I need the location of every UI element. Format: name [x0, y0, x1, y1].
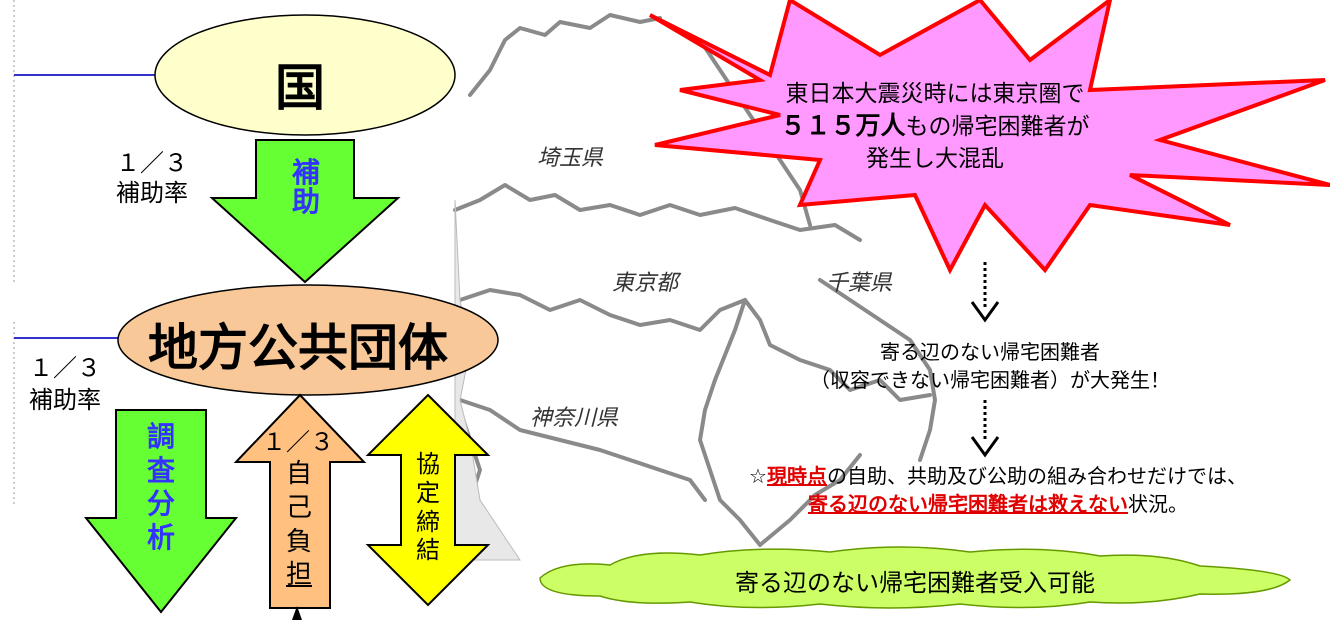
stranded-line-1: 寄る辺のない帰宅困難者 — [880, 340, 1100, 364]
national-ellipse — [154, 14, 456, 136]
burst-line-3: 発生し大混乱 — [866, 146, 1004, 172]
rate-top-fraction: １／３ — [116, 149, 188, 177]
burst-count: ５１５万人 — [780, 111, 906, 140]
dotted-arrow-2-head — [970, 436, 1000, 458]
self-burden-fraction: １／３ — [262, 428, 334, 456]
local-gov-ellipse — [117, 284, 499, 396]
self-burden-arrow-text: 自 己 負 担 — [284, 458, 314, 593]
subsidy-arrow-text: 補 助 — [290, 158, 322, 217]
agreement-char-4: 結 — [416, 536, 440, 565]
local-gov-label: 地方公共団体 — [148, 319, 448, 377]
rate-top-text: 補助率 — [116, 179, 188, 207]
current-line-1: ☆現時点の自助、共助及び公助の組み合わせだけでは、 — [668, 462, 1328, 490]
survey-char-4: 析 — [146, 520, 175, 554]
survey-char-1: 調 — [146, 420, 175, 453]
burst-line-1: 東日本大震災時には東京圏で — [785, 81, 1085, 107]
self-char-3: 負 — [285, 526, 312, 557]
burst-text: 東日本大震災時には東京圏で ５１５万人もの帰宅困難者が 発生し大混乱 — [755, 78, 1115, 175]
self-burden-arrow — [233, 393, 367, 609]
agreement-char-1: 協 — [416, 450, 440, 478]
current-text-1: の自助、共助及び公助の組み合わせだけでは、 — [826, 464, 1247, 488]
burst-shape — [648, 0, 1330, 275]
self-burden-arrow-tail-head — [292, 606, 302, 620]
current-text-2: 状況。 — [1128, 492, 1188, 516]
subsidy-char-2: 助 — [291, 185, 320, 219]
stranded-line-2: （収容できない帰宅困難者）が大発生！ — [810, 368, 1170, 392]
burst-line-2: ５１５万人もの帰宅困難者が — [755, 110, 1115, 143]
cloud-label: 寄る辺のない帰宅困難者受入可能 — [735, 569, 1095, 597]
subsidy-arrow — [209, 139, 401, 284]
map-label-kanagawa: 神奈川県 — [530, 406, 619, 431]
map-label-chiba: 千葉県 — [826, 271, 893, 296]
survey-char-3: 分 — [146, 487, 175, 521]
map-shaded-region — [454, 199, 521, 561]
subsidy-char-1: 補 — [291, 156, 320, 189]
self-char-1: 自 — [285, 459, 312, 489]
rate-mid-text: 補助率 — [29, 386, 101, 414]
national-label: 国 — [275, 59, 325, 117]
rate-label-top: １／３ 補助率 — [92, 148, 212, 208]
agreement-arrow-text: 協 定 締 結 — [413, 450, 443, 565]
agreement-char-2: 定 — [416, 478, 440, 507]
kanto-map — [453, 13, 937, 547]
survey-char-2: 査 — [146, 453, 175, 487]
rate-mid-fraction: １／３ — [29, 354, 101, 382]
rate-label-mid: １／３ 補助率 — [15, 352, 115, 416]
survey-arrow — [83, 409, 239, 614]
agreement-char-3: 締 — [416, 507, 440, 536]
current-line-2: 寄る辺のない帰宅困難者は救えない状況。 — [668, 490, 1328, 518]
stranded-text: 寄る辺のない帰宅困難者 （収容できない帰宅困難者）が大発生！ — [760, 338, 1220, 394]
current-situation-text: ☆現時点の自助、共助及び公助の組み合わせだけでは、 寄る辺のない帰宅困難者は救え… — [668, 462, 1328, 518]
star-marker: ☆ — [749, 464, 767, 488]
dotted-arrow-1-head — [970, 301, 1000, 323]
burst-line-2-rest: もの帰宅困難者が — [905, 114, 1090, 140]
cloud-shape — [539, 546, 1292, 609]
map-label-saitama: 埼玉県 — [537, 146, 604, 171]
agreement-arrow — [365, 393, 491, 607]
highlight-current: 現時点 — [766, 464, 827, 488]
survey-arrow-text: 調 査 分 析 — [145, 420, 177, 554]
highlight-cannot-save: 寄る辺のない帰宅困難者は救えない — [808, 492, 1128, 516]
self-char-2: 己 — [285, 492, 312, 523]
map-label-tokyo: 東京都 — [612, 271, 679, 296]
self-char-4: 担 — [285, 560, 312, 591]
